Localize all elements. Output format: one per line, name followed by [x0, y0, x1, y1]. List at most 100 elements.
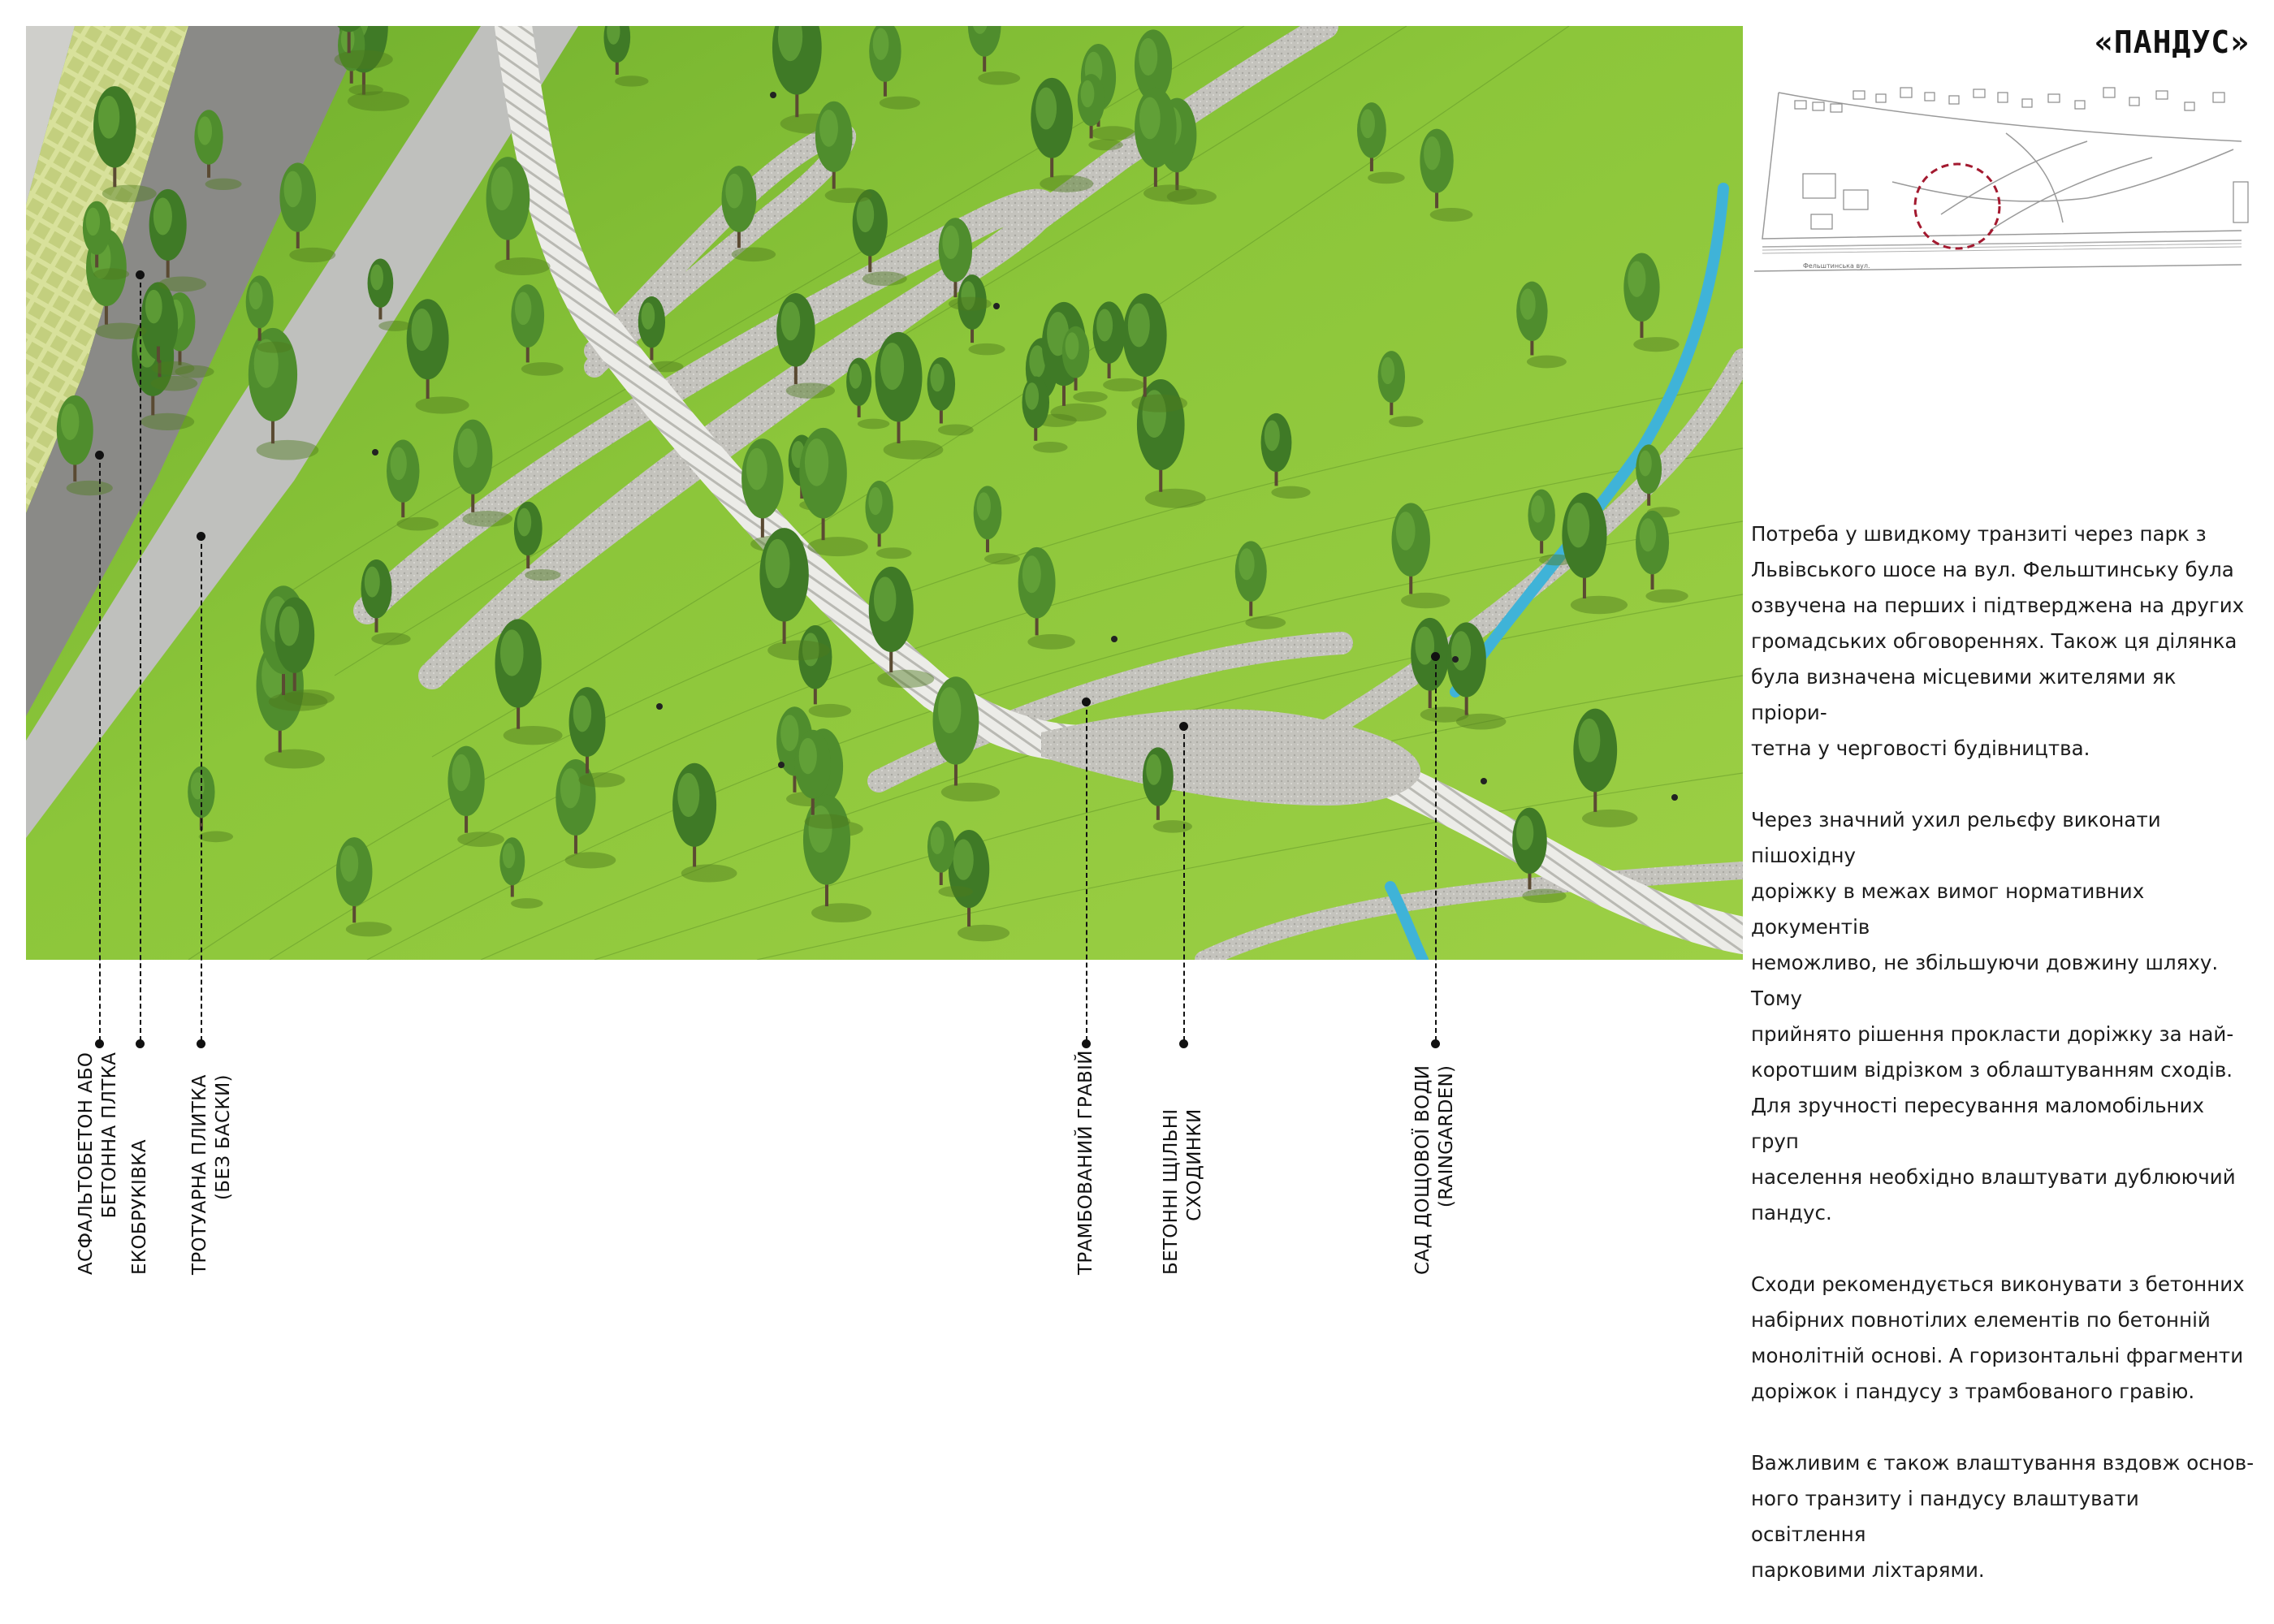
tree: [149, 188, 207, 292]
tree: [486, 157, 551, 275]
tree: [141, 282, 195, 375]
tree: [1528, 489, 1574, 566]
tree: [386, 439, 439, 531]
leader-dot-gravel-top: [1082, 698, 1091, 706]
label-line: БЕТОННА ПЛТКА: [99, 1052, 120, 1219]
lamps: [372, 92, 1678, 801]
tree: [406, 299, 469, 414]
tree: [245, 275, 292, 353]
paragraph-line: тетна у черговості будівництва.: [1751, 736, 2090, 760]
leader-eco: [140, 274, 141, 1041]
leader-dot-eco-top: [136, 270, 145, 279]
tree: [802, 794, 871, 922]
tree: [846, 357, 890, 430]
tree: [188, 766, 234, 843]
location-minimap: Фельштинська вул.: [1746, 84, 2250, 320]
label-tile: ТРОТУАРНА ПЛИТКА(БЕЗ БАСКИ): [188, 1074, 236, 1275]
paragraph-line: неможливо, не збільшуючи довжину шляху. …: [1751, 951, 2219, 1010]
tree: [1356, 102, 1405, 184]
tree: [499, 837, 543, 909]
tree: [1391, 503, 1450, 609]
paragraph-line: населення необхідно влаштувати дублюючий: [1751, 1165, 2236, 1189]
leader-dot-asphalt: [95, 1039, 104, 1048]
paragraph-line: Для зручності пересування маломобільних …: [1751, 1094, 2204, 1153]
tree: [868, 566, 935, 689]
tree: [568, 687, 625, 788]
tree: [1623, 253, 1680, 352]
tree: [1136, 378, 1206, 508]
tree: [1061, 326, 1108, 403]
tree: [495, 619, 563, 745]
tree: [1135, 87, 1197, 202]
leader-raingarden: [1435, 656, 1437, 1041]
tree: [1420, 128, 1473, 222]
tree: [1018, 546, 1075, 650]
label-gravel: ТРАМБОВАНИЙ ГРАВІЙ: [1074, 1050, 1098, 1275]
tree: [275, 597, 335, 706]
tree: [1636, 444, 1680, 518]
paragraph-line: Через значний ухил рельєфу виконати пішо…: [1751, 808, 2161, 867]
leader-dot-gravel: [1082, 1039, 1091, 1048]
leader-dot-tile: [197, 1039, 205, 1048]
tree: [513, 501, 561, 581]
park-aerial-render: [26, 26, 1743, 960]
tree: [958, 274, 1005, 356]
tree: [852, 189, 907, 287]
paragraph-1: Потреба у швидкому транзиті через парк з…: [1751, 516, 2255, 767]
leader-dot-raingarden-top: [1431, 652, 1440, 661]
description-text: Потреба у швидкому транзиті через парк з…: [1751, 516, 2255, 1624]
tree: [1260, 412, 1311, 499]
tree: [1234, 541, 1286, 629]
tile-strip: [26, 26, 578, 838]
label-eco: ЕКОБРУКІВКА: [128, 1139, 152, 1275]
leader-dot-eco: [136, 1039, 145, 1048]
main-stair-route: [495, 26, 1743, 954]
tree: [875, 331, 944, 460]
tree: [672, 762, 737, 883]
top-gray-edge: [26, 26, 75, 205]
paragraph-line: монолітній основі. А горизонтальні фрагм…: [1751, 1344, 2244, 1367]
minimap-street-label: Фельштинська вул.: [1803, 262, 1870, 270]
leader-dot-steps: [1179, 1039, 1188, 1048]
tree: [453, 419, 513, 527]
tree: [799, 427, 868, 557]
tree: [447, 745, 504, 847]
tree: [93, 86, 157, 203]
tree: [603, 26, 649, 87]
label-line: (БЕЗ БАСКИ): [213, 1074, 234, 1200]
paragraph-line: парковими ліхтарями.: [1751, 1558, 1985, 1582]
tree: [1562, 492, 1628, 615]
tree: [1142, 747, 1192, 833]
tree: [1122, 293, 1187, 412]
tree: [56, 395, 113, 496]
label-line: АСФАЛЬТОБЕТОН АБО: [76, 1052, 97, 1275]
paragraph-line: коротшим відрізком з облаштуванням сході…: [1751, 1058, 2233, 1082]
tree: [194, 110, 242, 191]
tree: [556, 758, 616, 869]
gravel-path-right: [1299, 348, 1743, 751]
tree: [1573, 708, 1638, 827]
paragraph-line: була визначена місцевими жителями як прі…: [1751, 665, 2177, 724]
tree: [279, 162, 336, 263]
paragraph-line: Потреба у швидкому транзиті через парк з: [1751, 522, 2207, 546]
tree: [1077, 74, 1123, 151]
paragraph-4: Важливим є також влаштування вздовж осно…: [1751, 1445, 2255, 1588]
tree: [932, 676, 1001, 802]
tree: [865, 481, 912, 559]
gravel-path-bottom-arc: [1195, 862, 1743, 960]
tree: [1636, 510, 1688, 603]
label-raingarden: САД ДОЩОВОЇ ВОДИ(RAINGARDEN): [1412, 1065, 1459, 1275]
tree: [938, 218, 992, 311]
tree: [794, 729, 851, 829]
tree: [869, 26, 920, 110]
paragraph-line: ного транзиту і пандусу влаштувати освіт…: [1751, 1487, 2139, 1546]
label-line: ТРАМБОВАНИЙ ГРАВІЙ: [1075, 1050, 1096, 1275]
paragraph-line: Сходи рекомендується виконувати з бетонн…: [1751, 1272, 2245, 1296]
paragraph-line: доріжок і пандусу з трамбованого гравію.: [1751, 1380, 2195, 1403]
paragraph-line: пандус.: [1751, 1201, 1832, 1224]
trees: [56, 26, 1688, 942]
leader-steps: [1183, 726, 1185, 1041]
tree: [511, 284, 564, 376]
paragraph-line: прийнято рішення прокласти доріжку за на…: [1751, 1022, 2234, 1046]
